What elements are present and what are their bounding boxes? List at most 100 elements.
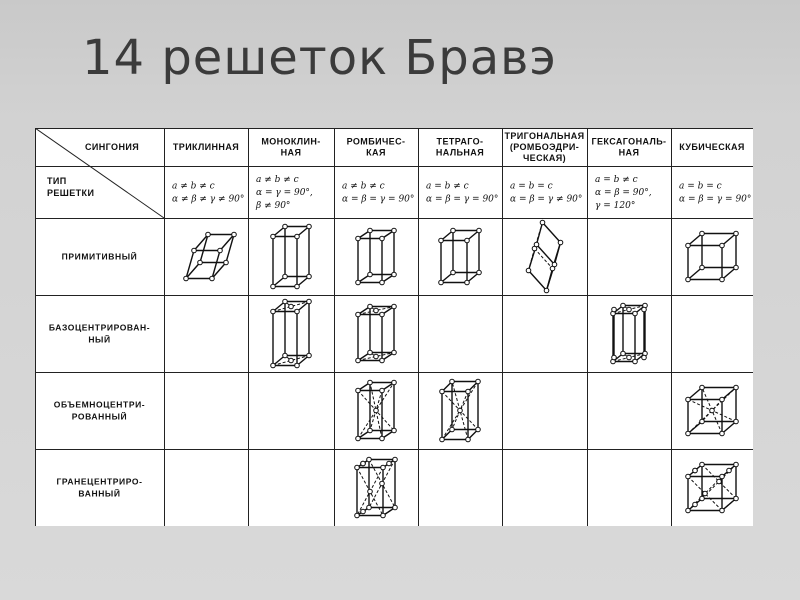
lattice-node <box>539 219 546 226</box>
lattice-node <box>476 227 482 234</box>
corner-diagonal <box>35 128 165 219</box>
lattice-edge <box>357 352 395 361</box>
lattice-edge <box>199 234 209 263</box>
lattice-node <box>360 508 366 515</box>
lattice-node <box>367 349 373 356</box>
lattice-node <box>438 237 444 244</box>
column-header: КАЯ <box>366 148 386 158</box>
lattice-node <box>223 259 229 266</box>
lattice-node <box>733 230 739 237</box>
lattice-node <box>270 308 276 315</box>
lattice-edge <box>721 420 737 435</box>
lattice-node <box>699 495 705 502</box>
lattice-node <box>620 350 626 357</box>
lattice-edge <box>701 464 737 499</box>
column-formula: a = b = c <box>510 182 553 192</box>
lattice-node <box>632 358 638 365</box>
lattice-edge <box>219 234 235 251</box>
lattice-node <box>391 227 397 234</box>
lattice-node <box>699 264 705 271</box>
lattice-node <box>366 504 372 511</box>
column-header: НАЯ <box>619 148 640 158</box>
lattice-node <box>733 418 739 425</box>
lattice-edge <box>528 248 535 271</box>
lattice-node <box>355 435 361 442</box>
lattice-node <box>380 512 386 519</box>
lattice-node <box>439 436 445 443</box>
lattice-cubic-i <box>685 384 739 437</box>
slide-title: 14 решеток Бравэ <box>82 30 557 86</box>
lattice-node <box>373 307 379 314</box>
lattice-node <box>464 237 470 244</box>
lattice-edge <box>272 355 310 366</box>
lattice-node <box>367 271 373 278</box>
lattice-node <box>716 478 722 485</box>
table-grid <box>35 128 753 526</box>
lattice-node <box>282 223 288 230</box>
lattice-node <box>719 276 725 283</box>
lattice-node <box>465 388 471 395</box>
lattice-ortho-i <box>355 379 397 442</box>
lattice-node <box>692 501 698 508</box>
lattice-node <box>379 311 385 318</box>
lattice-node <box>306 298 312 305</box>
lattice-edge <box>545 268 554 291</box>
lattice-node <box>733 461 739 468</box>
lattice-node <box>391 303 397 310</box>
lattice-node <box>355 279 361 286</box>
lattice-node <box>355 235 361 242</box>
lattice-node <box>197 259 203 266</box>
column-formula: a = b ≠ c <box>426 182 469 192</box>
lattice-node <box>626 306 632 313</box>
lattice-edge <box>211 262 227 279</box>
lattice-node <box>288 357 294 364</box>
lattice-node <box>438 279 444 286</box>
lattice-node <box>543 287 550 294</box>
lattice-tetra-p <box>438 227 482 286</box>
lattice-edge <box>687 476 723 511</box>
lattice-node <box>355 311 361 318</box>
lattice-edge <box>541 222 562 243</box>
lattice-node <box>719 473 725 480</box>
lattice-ortho-f <box>354 456 398 519</box>
lattice-node <box>685 430 691 437</box>
lattice-node <box>475 426 481 433</box>
column-header: КУБИЧЕСКАЯ <box>679 142 745 152</box>
lattice-node <box>699 461 705 468</box>
column-header: ТРИГОНАЛЬНАЯ <box>504 131 584 141</box>
lattice-node <box>354 512 360 519</box>
lattice-edge <box>721 232 737 247</box>
lattice-tetra-i <box>439 378 481 443</box>
lattice-node <box>386 460 392 467</box>
lattice-node <box>366 456 372 463</box>
lattice-node <box>620 302 626 309</box>
lattice-node <box>464 279 470 286</box>
column-header: НАЛЬНАЯ <box>436 148 484 158</box>
lattice-edge <box>225 234 235 263</box>
lattice-edge <box>721 464 737 477</box>
lattice-node <box>270 362 276 369</box>
lattice-node <box>379 357 385 364</box>
lattice-edge <box>185 250 195 279</box>
row-label: ГРАНЕЦЕНТРИРО- <box>56 477 142 487</box>
lattice-ortho-c <box>355 303 397 364</box>
lattice-edge <box>687 387 737 434</box>
lattice-edge <box>535 244 556 265</box>
lattice-node <box>183 275 189 282</box>
lattice-node <box>726 467 732 474</box>
lattice-ortho-p <box>355 227 397 286</box>
lattice-node <box>367 488 373 495</box>
lattice-edge <box>687 464 703 477</box>
lattice-node <box>449 426 455 433</box>
lattice-node <box>306 223 312 230</box>
lattice-node <box>391 271 397 278</box>
lattice-node <box>391 427 397 434</box>
lattice-node <box>611 354 617 361</box>
lattice-node <box>733 264 739 271</box>
lattice-node <box>533 241 540 248</box>
column-formula: α = β = γ = 90° <box>426 195 498 205</box>
row-label: БАЗОЦЕНТРИРОВАН- <box>49 323 150 333</box>
corner-top-label: СИНГОНИЯ <box>85 142 139 152</box>
lattice-node <box>294 308 300 315</box>
